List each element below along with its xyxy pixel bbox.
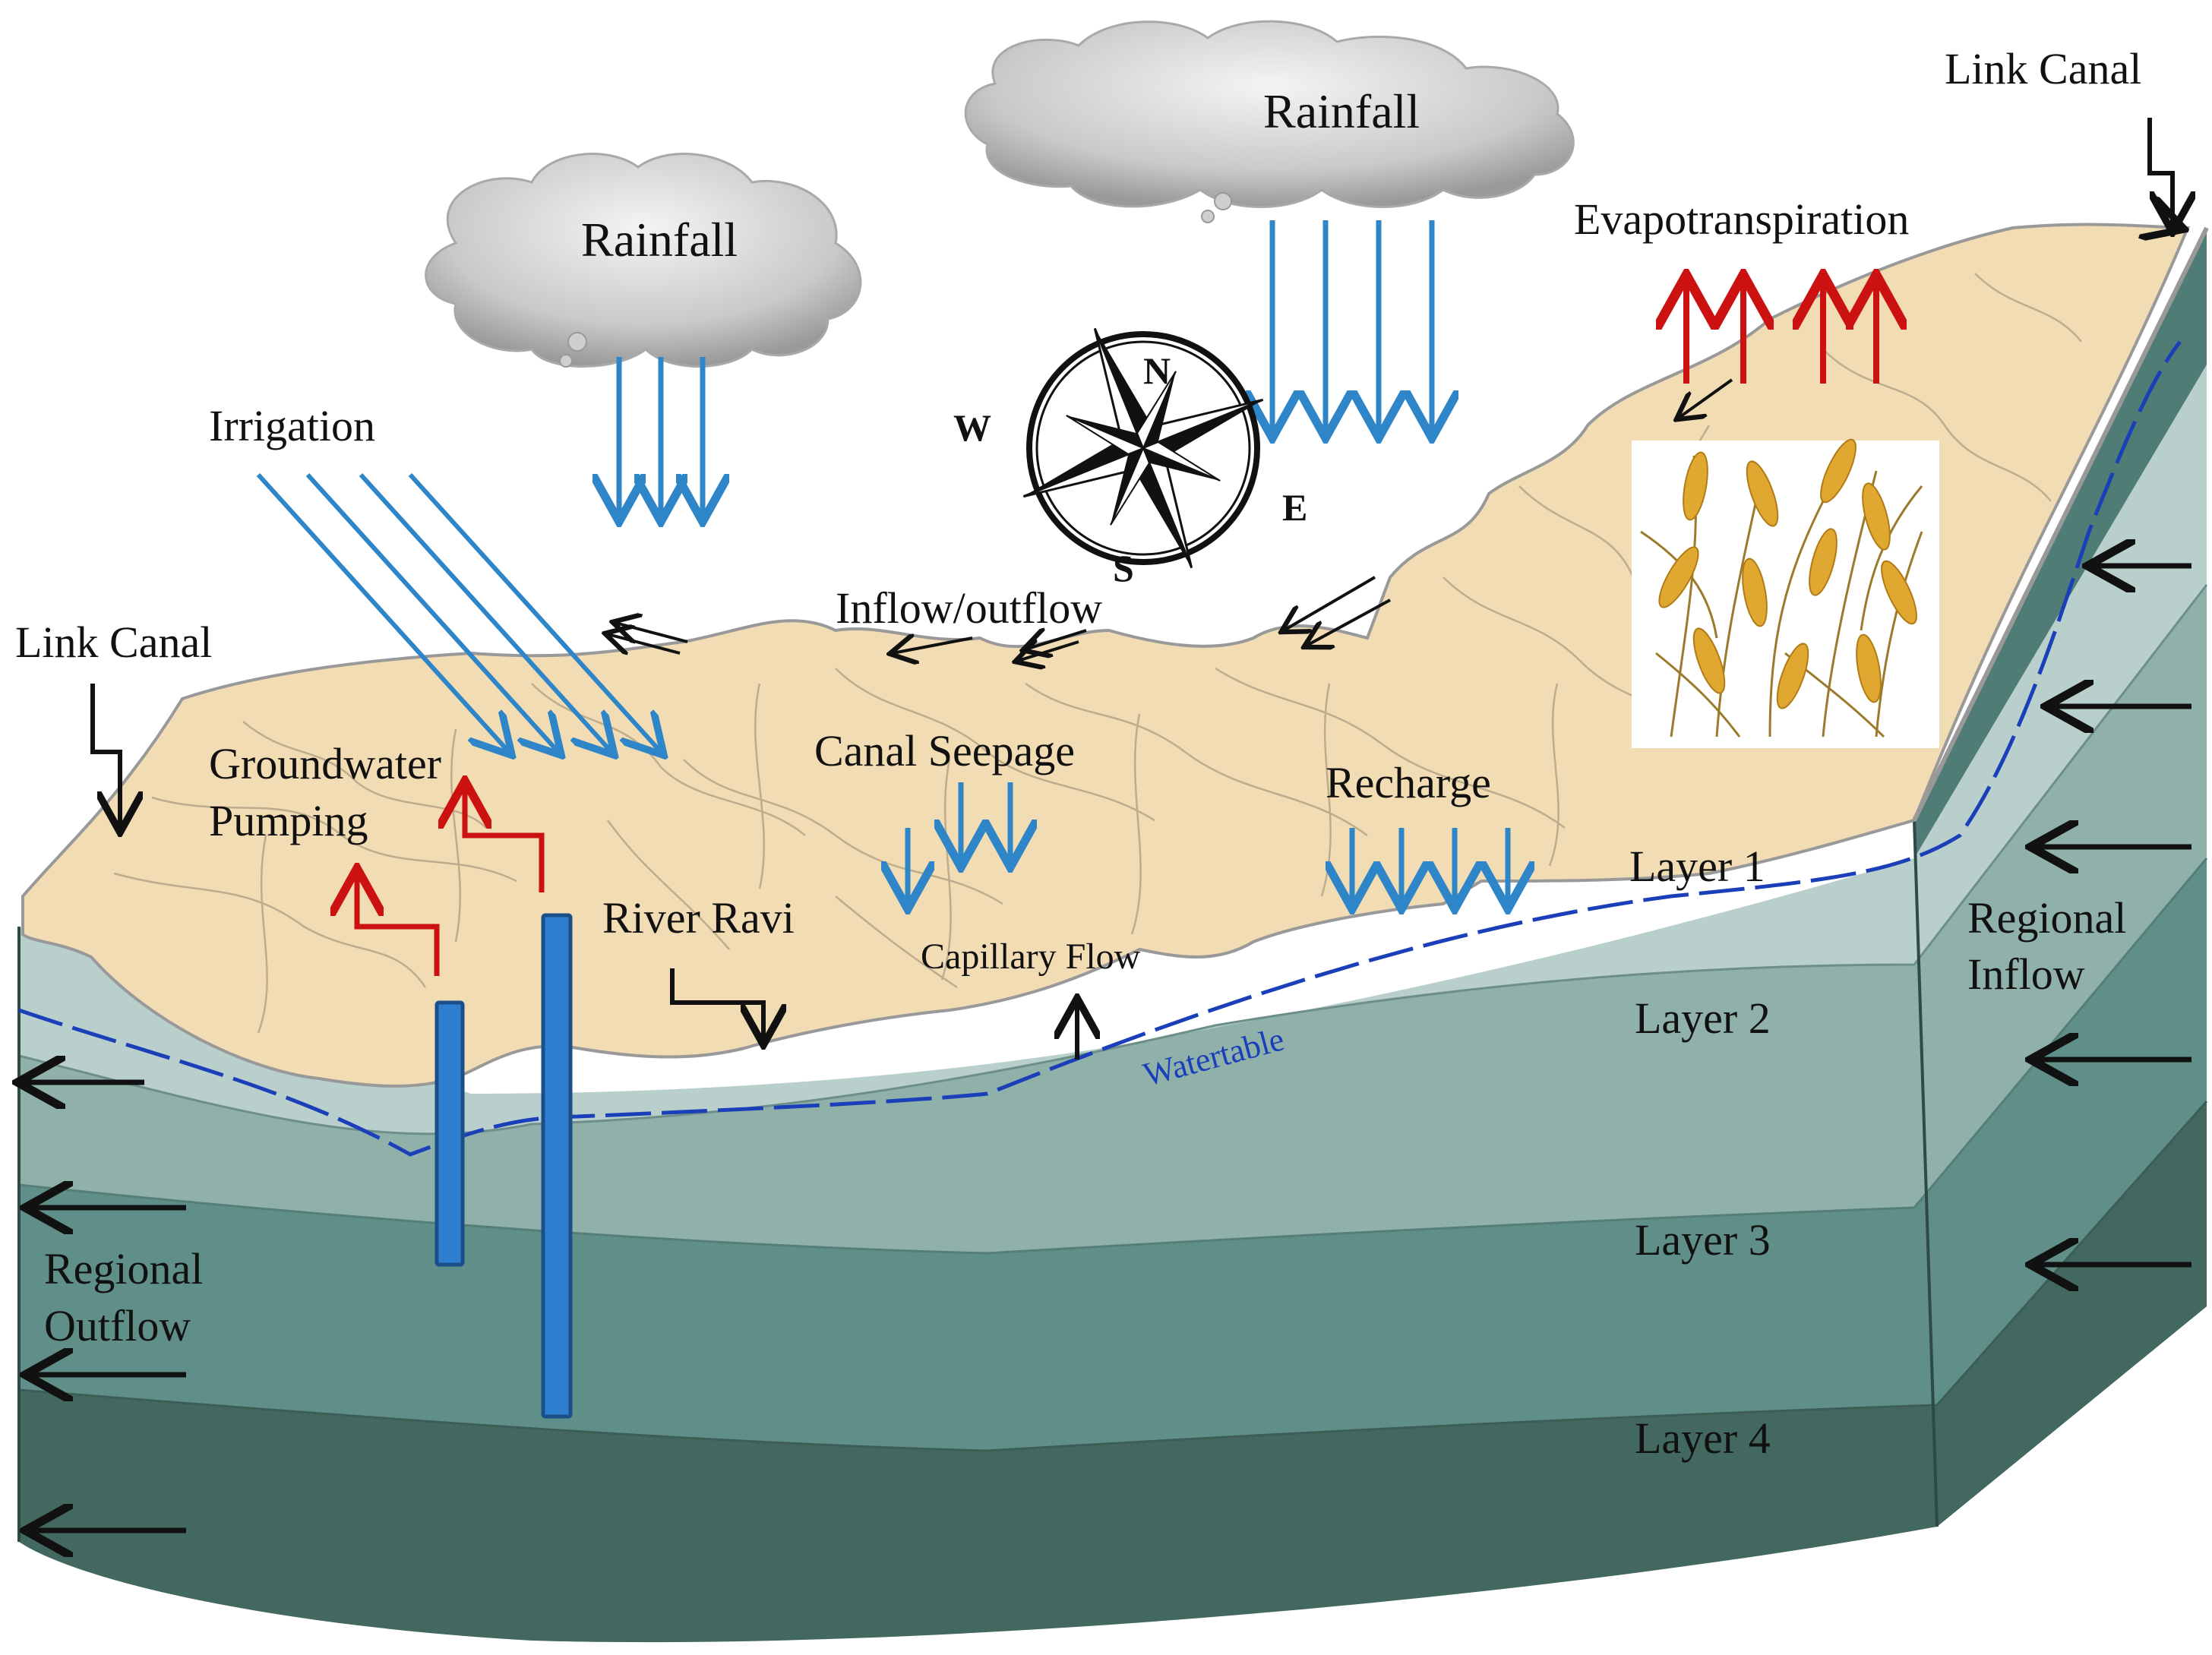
recharge-arrows bbox=[1352, 828, 1508, 904]
tube-well-icon bbox=[434, 1000, 465, 1267]
layer-2-label: Layer 2 bbox=[1635, 993, 1771, 1043]
groundwater-pumping-label-2: Pumping bbox=[209, 796, 368, 845]
link-canal-arrows bbox=[90, 118, 2180, 1041]
layer-1-band bbox=[19, 365, 2207, 1134]
evapotranspiration-arrows bbox=[1686, 281, 1876, 384]
inflow-outflow-arrows bbox=[608, 576, 1391, 661]
tube-well-icon bbox=[541, 913, 573, 1419]
layer-4-band bbox=[19, 1101, 2207, 1643]
canal-seepage-arrows bbox=[908, 782, 1010, 904]
regional-inflow-label-2: Inflow bbox=[1967, 949, 2085, 999]
capillary-flow-label: Capillary Flow bbox=[921, 936, 1141, 977]
link-canal-label-right: Link Canal bbox=[1945, 44, 2141, 93]
layer-3-label: Layer 3 bbox=[1635, 1215, 1771, 1265]
wheat-crop-icon bbox=[1632, 438, 1939, 748]
regional-outflow-label-2: Outflow bbox=[44, 1301, 191, 1350]
compass-e: E bbox=[1282, 486, 1307, 529]
compass-n: N bbox=[1143, 349, 1171, 392]
regional-outflow-arrows bbox=[23, 1082, 186, 1530]
inflow-outflow-label: Inflow/outflow bbox=[836, 583, 1102, 633]
watertable-line bbox=[18, 340, 2182, 1157]
rainfall-arrows-left bbox=[619, 357, 703, 516]
irrigation-label: Irrigation bbox=[209, 401, 375, 450]
layer-4-label: Layer 4 bbox=[1635, 1413, 1771, 1463]
cloud-icon bbox=[964, 20, 1575, 223]
river-ravi-label: River Ravi bbox=[602, 893, 795, 943]
pumping-arrows bbox=[357, 786, 545, 976]
regional-outflow-label-1: Regional bbox=[44, 1244, 203, 1293]
rainfall-label-right: Rainfall bbox=[1263, 84, 1420, 138]
compass-w: W bbox=[953, 406, 991, 449]
compass-rose-icon bbox=[1022, 327, 1264, 569]
regional-inflow-arrows bbox=[2036, 566, 2191, 1265]
layer-1-label: Layer 1 bbox=[1629, 842, 1765, 891]
irrigation-arrows bbox=[256, 472, 661, 752]
et-pointer-arrow bbox=[1679, 378, 1733, 418]
regional-inflow-label-1: Regional bbox=[1967, 893, 2126, 943]
compass-s: S bbox=[1113, 547, 1134, 589]
evapotranspiration-label: Evapotranspiration bbox=[1574, 194, 1909, 244]
cloud-icon bbox=[425, 153, 862, 368]
groundwater-pumping-label-1: Groundwater bbox=[209, 739, 441, 788]
recharge-label: Recharge bbox=[1326, 758, 1491, 807]
link-canal-label-left: Link Canal bbox=[15, 617, 212, 667]
canal-seepage-label: Canal Seepage bbox=[814, 726, 1075, 775]
rainfall-label-left: Rainfall bbox=[581, 213, 738, 267]
layer-2-band bbox=[19, 585, 2207, 1253]
rainfall-arrows-right bbox=[1272, 220, 1432, 433]
